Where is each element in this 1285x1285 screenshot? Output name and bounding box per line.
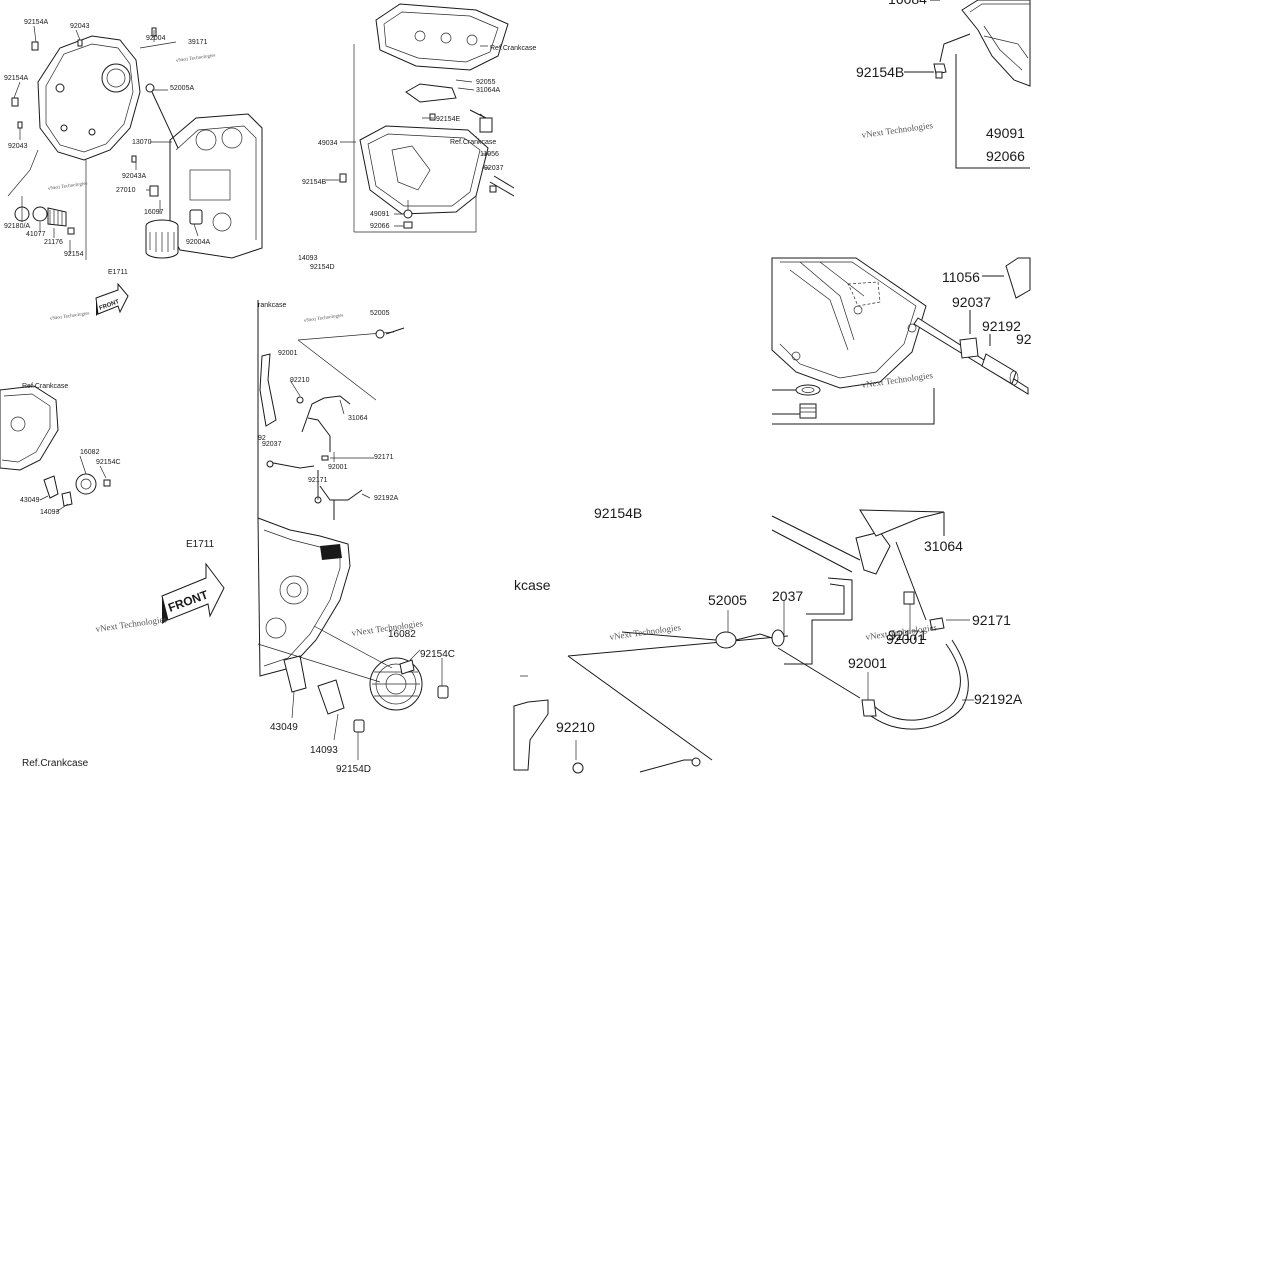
overview-pump [0,385,111,513]
watermark-8: vNext Technologies [609,622,682,642]
zoom-front-pump [161,517,449,760]
part-label-zoom-front-pump-5: 92154D [336,764,371,775]
part-label-zoom-breather-small-7: 92001 [328,464,348,471]
watermark-3: vNext Technologies [861,120,934,140]
part-label-zoom-front-pump-0: E1711 [186,539,215,550]
part-label-zoom-breather-large-5: 92001 [886,631,925,647]
overview-oil-pan [326,3,515,233]
part-label-zoom-breather-large-7: 92001 [848,655,887,671]
part-label-main-overview-3: 39171 [188,39,208,46]
part-label-main-overview-21: 14093 [40,509,60,516]
part-label-main-overview-17: Ref.Crankcase [22,383,68,390]
part-label-main-overview-16: E1711 [108,269,128,276]
part-label-main-overview-8: 92043A [122,173,146,180]
part-label-zoom-front-pump-2: 92154C [420,649,455,660]
part-label-zoom-pan-mid-2: 92192 [982,318,1021,334]
part-label-main-overview-10: 16097 [144,209,164,216]
part-label-zoom-breather-large-10: 92210 [556,719,595,735]
overview-breather [259,327,405,504]
part-label-zoom-breather-small-2: 92001 [278,350,298,357]
part-label-main-overview-22: Ref.Crankcase [450,139,496,146]
part-label-main-overview-30: 92154B [302,179,326,186]
part-label-main-overview-27: 49034 [318,140,338,147]
part-label-main-overview-14: 92154 [64,251,84,258]
part-label-main-overview-20: 43049 [20,497,40,504]
part-label-zoom-breather-small-8: 92171 [374,454,394,461]
part-label-zoom-pan-top-2: 49091 [986,125,1025,141]
part-label-main-overview-26: Ref.Crankcase [490,45,536,52]
part-label-main-overview-28: 11056 [480,151,499,158]
part-label-main-overview-1: 92043 [70,23,90,30]
part-label-zoom-breather-large-8: 92171 [888,627,927,643]
part-label-main-overview-6: 92043 [8,143,28,150]
part-label-zoom-pan-top-0: 16084 [888,0,927,7]
part-label-zoom-breather-small-1: 52005 [370,310,390,317]
part-label-zoom-front-pump-4: 14093 [310,745,338,756]
part-label-zoom-breather-small-5: 92 [258,435,266,442]
part-label-main-overview-0: 92154A [24,19,48,26]
part-label-zoom-breather-large-0: 92154B [594,505,642,521]
part-label-zoom-pan-mid-3: 92 [1016,331,1032,347]
watermark-0: vNext Technologies [176,53,216,64]
part-label-zoom-breather-large-3: 52005 [708,592,747,608]
part-label-main-overview-15: 92004A [186,239,210,246]
watermark-6: vNext Technologies [95,614,168,634]
part-label-main-overview-5: 52005A [170,85,194,92]
part-label-main-overview-11: 92180/A [4,223,30,230]
part-label-zoom-pan-top-3: 92066 [986,148,1025,164]
zoom-pan-mid [771,257,1031,425]
part-label-zoom-breather-small-4: 31064 [348,415,368,422]
part-label-zoom-breather-large-4: 2037 [772,588,803,604]
part-label-main-overview-12: 41077 [26,231,46,238]
part-labels: 92154A 92043 92004 39171 92154A 52005A 92043 13… [4,0,1032,775]
watermark-1: vNext Technologies [48,181,88,192]
part-label-zoom-breather-large-2: kcase [514,577,551,593]
part-label-zoom-breather-large-9: 92192A [974,691,1023,707]
zoom-pan-top [904,0,1031,169]
part-label-main-overview-34: 92154D [310,264,335,271]
zoom-breather-large [513,509,974,774]
part-label-main-overview-4: 92154A [4,75,28,82]
part-label-main-overview-19: 92154C [96,459,121,466]
part-label-main-overview-29: 92037 [484,165,504,172]
part-label-main-overview-18: 16082 [80,449,100,456]
part-label-zoom-pan-top-1: 92154B [856,64,904,80]
part-label-zoom-front-pump-6: Ref.Crankcase [22,758,89,769]
part-label-main-overview-31: 49091 [370,211,390,218]
part-label-main-overview-33: 14093 [298,255,318,262]
part-label-zoom-breather-small-0: rankcase [258,302,287,309]
part-label-zoom-front-pump-1: 16082 [388,629,416,640]
part-label-zoom-breather-small-3: 92210 [290,377,310,384]
part-label-zoom-breather-small-10: 92192A [374,495,398,502]
part-label-main-overview-7: 13070 [132,139,152,146]
part-label-zoom-pan-mid-0: 11056 [942,269,980,285]
overview-front-arrow [95,282,129,316]
part-label-main-overview-24: 31064A [476,87,500,94]
part-label-zoom-breather-large-1: 31064 [924,538,963,554]
part-label-main-overview-13: 21176 [44,239,63,246]
overview-left-cover [7,25,263,260]
part-label-main-overview-23: 92055 [476,79,496,86]
zoom-breather-small [257,300,335,520]
part-label-main-overview-9: 27010 [116,187,136,194]
part-label-main-overview-25: 92154E [436,116,460,123]
part-label-zoom-breather-small-6: 92037 [262,441,282,448]
part-label-zoom-breather-small-9: 92171 [308,477,328,484]
watermark-2: vNext Technologies [50,311,90,322]
part-label-main-overview-2: 92004 [146,35,166,42]
part-label-main-overview-32: 92066 [370,223,390,230]
part-label-zoom-pan-mid-1: 92037 [952,294,991,310]
part-label-zoom-front-pump-3: 43049 [270,722,298,733]
watermark-5: vNext Technologies [304,313,344,324]
part-label-zoom-breather-large-6: 92171 [972,612,1011,628]
